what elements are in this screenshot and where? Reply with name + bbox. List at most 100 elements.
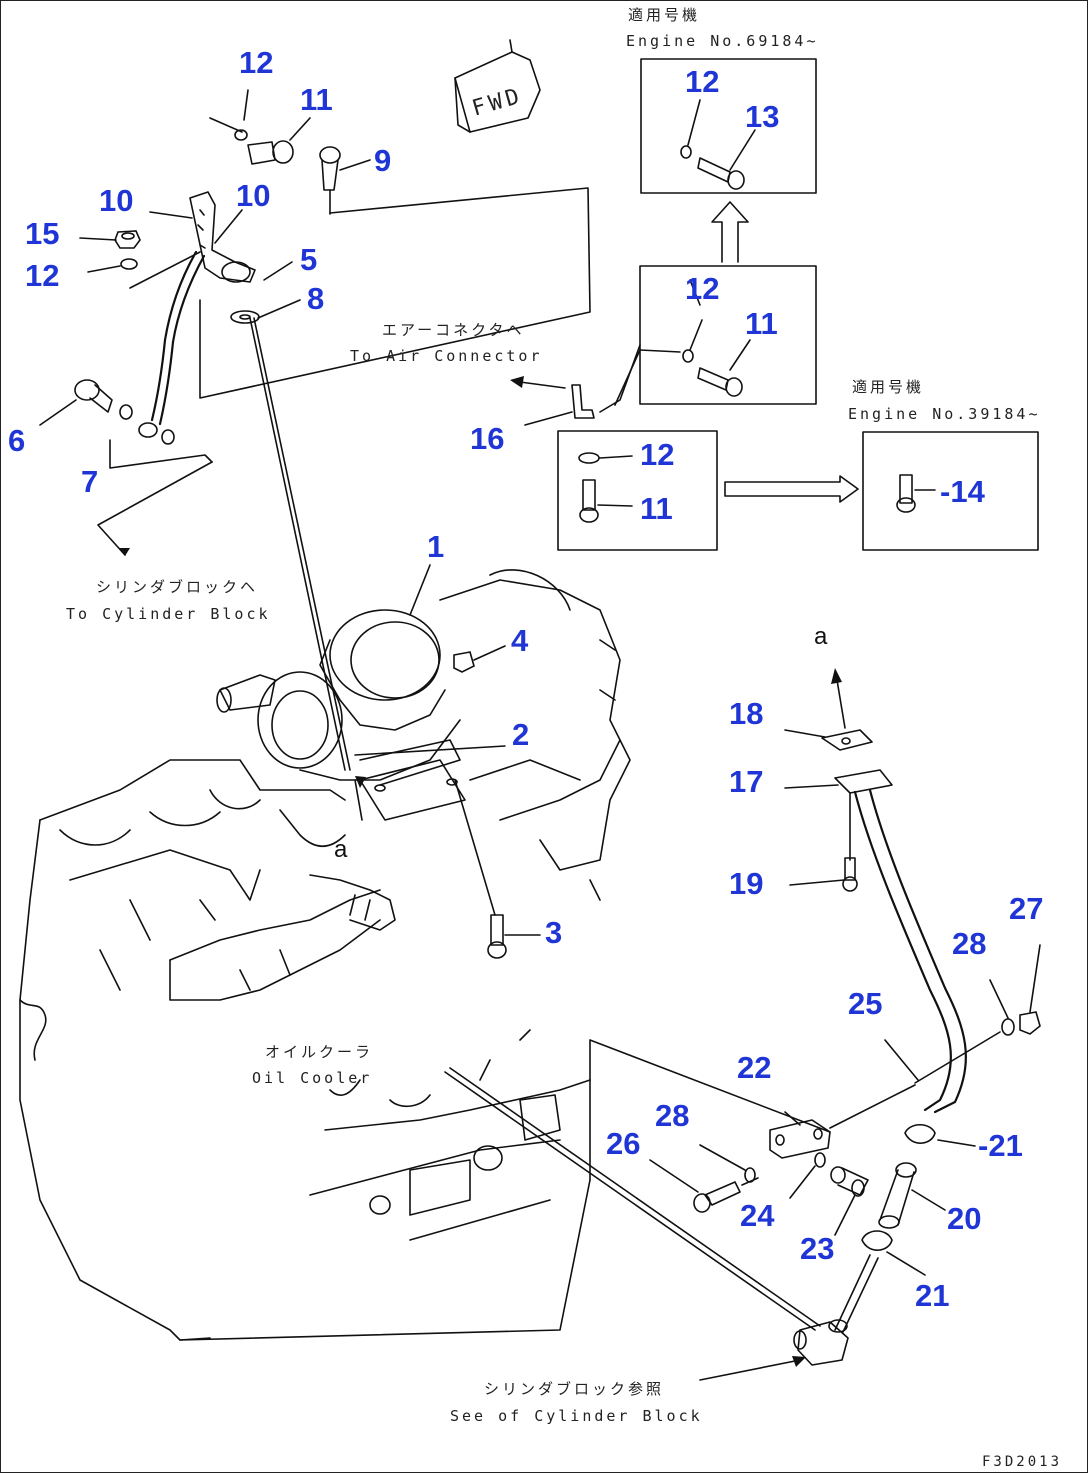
callout-26: 26: [606, 1126, 641, 1161]
box-engine-69184: [640, 58, 817, 194]
cylinder-block-label-jp: シリンダブロックヘ: [96, 578, 259, 596]
callout-24: 24: [740, 1198, 775, 1233]
figure-code: F3D2013: [982, 1454, 1063, 1470]
nut-15: [114, 230, 141, 249]
callout-28-left: 28: [655, 1098, 690, 1133]
callout-box3-12: 12: [640, 437, 675, 472]
leader-see-cyl: [699, 1359, 801, 1381]
washer-28-right: [914, 979, 1015, 1084]
pipe-route-frame: [199, 187, 591, 399]
callout-28-right: 28: [952, 926, 987, 961]
nut-4: [453, 645, 506, 673]
callout-4: 4: [511, 623, 529, 658]
washer-24: [789, 1152, 826, 1199]
leader-to-cyl-block: [97, 461, 213, 556]
callout-box1-13: 13: [745, 99, 780, 134]
ref-a-line: [354, 779, 363, 821]
callout-6: 6: [8, 423, 26, 458]
callout-9: 9: [374, 143, 392, 178]
callout-15: 15: [25, 216, 60, 251]
box-standard-upper: [639, 265, 817, 405]
callout-17: 17: [729, 764, 764, 799]
washer-12-left: [120, 258, 138, 270]
callout-box4-14: -14: [940, 474, 985, 509]
ref-a-arrow: [836, 679, 846, 729]
air-connector-arrow-line: [519, 381, 566, 389]
nut-27: [1019, 944, 1041, 1035]
callout-7: 7: [81, 464, 99, 499]
callout-1: 1: [427, 529, 445, 564]
bolt-26: [649, 1159, 759, 1213]
forward-direction-sign: [454, 39, 541, 133]
tube-17: [784, 769, 967, 1114]
turbocharger-1: [216, 609, 461, 786]
box-standard-lower: [557, 430, 718, 551]
callout-2: 2: [512, 717, 530, 752]
oil-tube-bracket: [129, 191, 256, 289]
callout-18: 18: [729, 696, 764, 731]
elbow-fitting: [793, 1319, 849, 1366]
oil-return-line: [444, 1071, 816, 1331]
callout-8: 8: [307, 281, 325, 316]
clamp-21-lower: [834, 1230, 926, 1333]
callout-19: 19: [729, 866, 764, 901]
joint-bolt-6: [74, 379, 175, 445]
box-engine-39184: [862, 431, 1039, 551]
bracket-22: [769, 1084, 916, 1159]
callout-21-lower: 21: [915, 1278, 950, 1313]
callout-21-upper: -21: [978, 1128, 1023, 1163]
callout-12-left: 12: [25, 258, 60, 293]
oil-tube-7: [138, 250, 206, 438]
callout-leaders: [39, 89, 756, 616]
see-cylinder-label: See of Cylinder Block: [450, 1407, 703, 1425]
engine-block: [19, 759, 591, 1341]
callout-10-right: 10: [236, 178, 271, 213]
callout-box2-12: 12: [685, 271, 720, 306]
engine-number-label-1: Engine No.69184~: [626, 32, 819, 50]
reference-letter-a-turbo: a: [334, 836, 348, 863]
see-cylinder-label-jp: シリンダブロック参照: [484, 1380, 665, 1398]
bolt-3: [454, 779, 541, 959]
leader-7: [109, 439, 213, 469]
callout-12-top: 12: [239, 45, 274, 80]
callout-11: 11: [300, 82, 333, 117]
upgrade-arrow-up: [711, 201, 749, 263]
gasket-18: [784, 729, 873, 751]
oil-cooler-label-jp: オイルクーラ: [265, 1043, 374, 1061]
callout-16: 16: [470, 421, 505, 456]
drain-line-8b: [253, 317, 351, 771]
engine-number-label-2: Engine No.39184~: [848, 405, 1041, 423]
air-connector-label: To Air Connector: [350, 347, 543, 365]
callout-box1-12: 12: [685, 64, 720, 99]
bolt-11: [209, 117, 294, 165]
air-connector-label-jp: エアーコネクタヘ: [382, 321, 525, 339]
upgrade-arrow-right: [724, 475, 859, 503]
box2-bolt: [614, 319, 743, 406]
exhaust-manifold: [439, 569, 631, 901]
callout-5: 5: [300, 242, 318, 277]
box3-parts: [578, 452, 633, 523]
bolt-9: [319, 146, 341, 215]
box1-bolt: [680, 99, 745, 190]
applicable-label-jp-2: 適用号機: [852, 378, 925, 396]
cylinder-block-label: To Cylinder Block: [66, 605, 271, 623]
callout-27: 27: [1009, 891, 1044, 926]
leader-2: [354, 745, 506, 756]
joint-bolt-23: [830, 1166, 869, 1236]
clamp-21-upper: [904, 1123, 976, 1147]
callout-box3-11: 11: [640, 491, 673, 526]
bolt-19: [789, 792, 858, 892]
callout-3: 3: [545, 915, 563, 950]
washer-28-left: [699, 1144, 756, 1183]
hose-20: [878, 1162, 946, 1229]
gasket-2: [359, 759, 466, 821]
callout-20: 20: [947, 1201, 982, 1236]
applicable-label-jp-1: 適用号機: [628, 6, 701, 24]
callout-23: 23: [800, 1231, 835, 1266]
oil-return-line-b: [449, 1067, 821, 1327]
callout-22: 22: [737, 1050, 772, 1085]
washer-12-top: [234, 129, 248, 141]
callout-25: 25: [848, 986, 883, 1021]
